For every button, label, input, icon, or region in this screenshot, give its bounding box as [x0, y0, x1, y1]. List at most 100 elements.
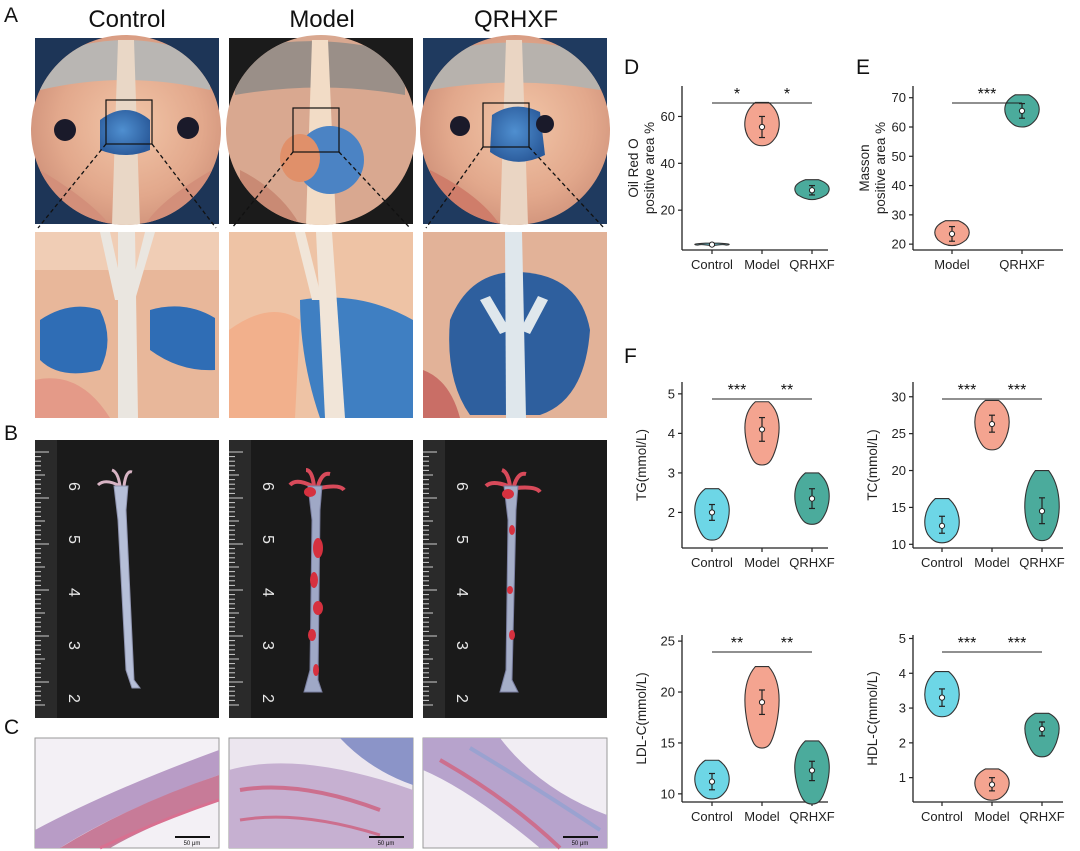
y-axis-label-line: LDL-C(mmol/L) — [634, 672, 649, 764]
ruler-number: 3 — [65, 641, 82, 650]
significance-label: ** — [781, 382, 793, 399]
y-tick-label: 1 — [899, 770, 906, 785]
y-tick-label: 3 — [899, 701, 906, 716]
y-axis-label-line: positive area % — [642, 122, 657, 214]
ruler — [229, 440, 251, 718]
median-point — [758, 426, 766, 433]
ruler-number: 5 — [453, 535, 470, 544]
photo-control-overview — [31, 35, 221, 225]
significance-label: *** — [1008, 382, 1027, 399]
y-tick-label: 40 — [661, 156, 675, 171]
panel-letter-b: B — [4, 422, 19, 445]
photo-qrhxf-overview — [420, 35, 610, 225]
panel-c-histology: 50 μm 50 μm 50 μm — [34, 737, 608, 850]
x-tick-label: Control — [921, 809, 963, 824]
y-axis-label: TC(mmol/L) — [865, 429, 880, 500]
y-tick-label: 40 — [892, 178, 906, 193]
y-tick-label: 5 — [668, 386, 675, 401]
ruler-number: 4 — [65, 588, 82, 597]
y-tick-label: 20 — [892, 237, 906, 252]
group-title-qrhxf: QRHXF — [474, 6, 558, 33]
y-axis-label-line: TG(mmol/L) — [634, 429, 649, 501]
y-tick-label: 10 — [892, 537, 906, 552]
y-tick-label: 10 — [661, 786, 675, 801]
x-tick-label: Model — [974, 555, 1010, 570]
group-title-control: Control — [88, 6, 166, 33]
ruler — [423, 440, 445, 718]
y-tick-label: 20 — [661, 203, 675, 218]
y-tick-label: 4 — [668, 426, 675, 441]
y-axis-label: TG(mmol/L) — [634, 429, 649, 501]
x-tick-label: Control — [691, 555, 733, 570]
panel-letter-d: D — [624, 56, 640, 79]
y-tick-label: 4 — [899, 666, 906, 681]
ruler-number: 3 — [453, 641, 470, 650]
y-tick-label: 2 — [899, 735, 906, 750]
panel-letter-a: A — [4, 4, 19, 27]
panel-a-photos — [31, 35, 610, 418]
y-tick-label: 15 — [661, 735, 675, 750]
histology-model: 50 μm — [228, 737, 414, 849]
y-axis-label-line: positive area % — [873, 122, 888, 214]
photo-model-zoom — [229, 232, 413, 418]
significance-label: * — [784, 86, 790, 103]
y-axis-label-line: Masson — [857, 144, 872, 191]
x-tick-label: QRHXF — [999, 257, 1045, 272]
y-tick-label: 60 — [892, 120, 906, 135]
scale-bar-qrhxf: 50 μm — [572, 841, 589, 847]
aorta-qrhxf — [484, 468, 542, 693]
y-tick-label: 30 — [892, 389, 906, 404]
x-tick-label: Model — [744, 809, 780, 824]
y-tick-label: 50 — [892, 149, 906, 164]
x-tick-label: QRHXF — [789, 257, 835, 272]
x-tick-label: QRHXF — [1019, 809, 1065, 824]
significance-label: *** — [958, 635, 977, 652]
y-tick-label: 2 — [668, 505, 675, 520]
ruler-number: 4 — [259, 588, 276, 597]
photo-qrhxf-zoom — [423, 232, 607, 418]
ruler-number: 2 — [453, 694, 470, 703]
photo-control-zoom — [35, 232, 219, 418]
x-tick-label: Control — [691, 257, 733, 272]
y-tick-label: 25 — [661, 634, 675, 649]
x-tick-label: Control — [691, 809, 733, 824]
y-tick-label: 70 — [892, 90, 906, 105]
y-axis-label-line: Oil Red O — [626, 138, 641, 197]
median-point — [1038, 725, 1046, 733]
median-point — [938, 694, 946, 701]
median-point — [1018, 107, 1026, 114]
y-axis-label-line: HDL-C(mmol/L) — [865, 671, 880, 766]
panel-letter-c: C — [4, 716, 20, 739]
median-point — [708, 778, 716, 785]
median-point — [938, 522, 946, 529]
y-tick-label: 5 — [899, 631, 906, 646]
ruler-number: 3 — [259, 641, 276, 650]
y-tick-label: 20 — [661, 685, 675, 700]
median-point — [708, 509, 716, 516]
y-tick-label: 3 — [668, 465, 675, 480]
x-tick-label: QRHXF — [789, 555, 835, 570]
histology-control: 50 μm — [34, 737, 220, 850]
scale-bar-control: 50 μm — [184, 841, 201, 847]
median-point — [758, 123, 766, 131]
y-tick-label: 60 — [661, 109, 675, 124]
ruler-number: 2 — [65, 694, 82, 703]
significance-label: * — [734, 86, 740, 103]
y-axis-label: LDL-C(mmol/L) — [634, 672, 649, 764]
ruler-number: 5 — [259, 535, 276, 544]
aorta-control — [96, 468, 141, 689]
median-point — [988, 420, 996, 428]
group-title-model: Model — [289, 6, 355, 33]
median-point — [948, 230, 956, 237]
x-tick-label: Model — [974, 809, 1010, 824]
y-tick-label: 30 — [892, 207, 906, 222]
significance-label: ** — [781, 635, 793, 652]
median-point — [708, 241, 716, 248]
ruler — [35, 440, 57, 718]
